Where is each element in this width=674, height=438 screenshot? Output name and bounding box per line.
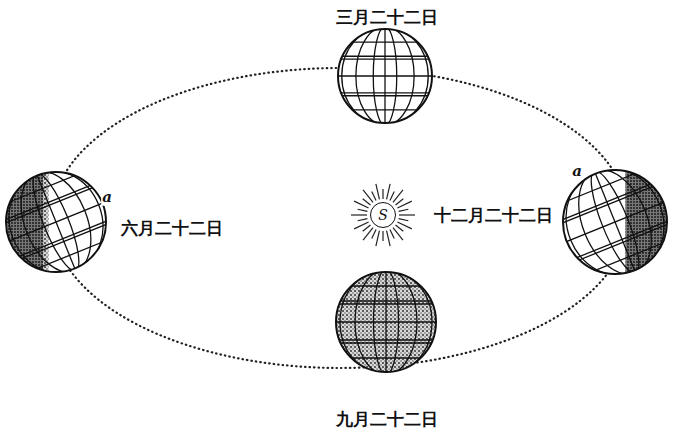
sun-ray xyxy=(382,189,383,199)
sun-ray xyxy=(363,225,371,231)
sun-ray xyxy=(376,184,380,200)
point-letter: a xyxy=(101,189,113,206)
parallel-line xyxy=(570,221,674,264)
sun-ray xyxy=(390,192,394,201)
sun-ray xyxy=(396,199,404,205)
sun-ray xyxy=(399,209,409,211)
sun-ray xyxy=(351,214,367,215)
earth-globe xyxy=(331,267,441,377)
axis-line xyxy=(384,24,385,127)
axis-line xyxy=(594,169,637,275)
axis-line xyxy=(35,171,76,273)
sun-ray xyxy=(363,199,371,205)
date-label: 十二月二十二日 xyxy=(432,206,555,225)
sun-ray xyxy=(382,231,383,241)
parallel-line xyxy=(0,185,100,226)
sun-ray xyxy=(358,219,368,221)
sun-ray xyxy=(354,222,368,229)
date-label: 三月二十二日 xyxy=(334,8,440,27)
globe-outline xyxy=(338,29,432,123)
sun-circle: S xyxy=(370,202,396,228)
parallel-line xyxy=(576,235,674,278)
sun-ray xyxy=(399,214,415,215)
axis-line xyxy=(385,267,386,377)
globe-outline xyxy=(336,272,436,372)
sun-ray xyxy=(399,219,409,221)
globe-outline xyxy=(6,172,106,272)
sun-ray xyxy=(372,229,376,238)
sun-ray xyxy=(387,231,391,247)
sun-letter: S xyxy=(378,208,388,222)
globe-disc xyxy=(6,172,106,272)
sun-ray xyxy=(387,184,391,200)
earth-globe xyxy=(541,148,674,297)
sun-ray xyxy=(376,231,380,247)
parallel-line xyxy=(0,182,99,223)
meridian-line xyxy=(0,156,118,288)
earth-globe xyxy=(0,150,128,293)
earth-globe xyxy=(333,24,436,127)
sun-ray xyxy=(358,209,368,211)
sun-rays xyxy=(351,184,415,246)
globe-outline xyxy=(563,170,667,274)
sun-ray xyxy=(396,225,404,231)
date-label: 九月二十二日 xyxy=(334,410,440,429)
sun-ray xyxy=(390,229,394,238)
meridian-line xyxy=(8,162,105,283)
meridian-line xyxy=(565,159,666,284)
sun-ray xyxy=(397,201,411,208)
point-letter: a xyxy=(571,163,583,180)
meridian-line xyxy=(582,167,647,278)
date-label: 六月二十二日 xyxy=(119,219,225,238)
meridian-line xyxy=(25,169,88,276)
meridian-line xyxy=(550,153,674,290)
sun-ray xyxy=(372,192,376,201)
